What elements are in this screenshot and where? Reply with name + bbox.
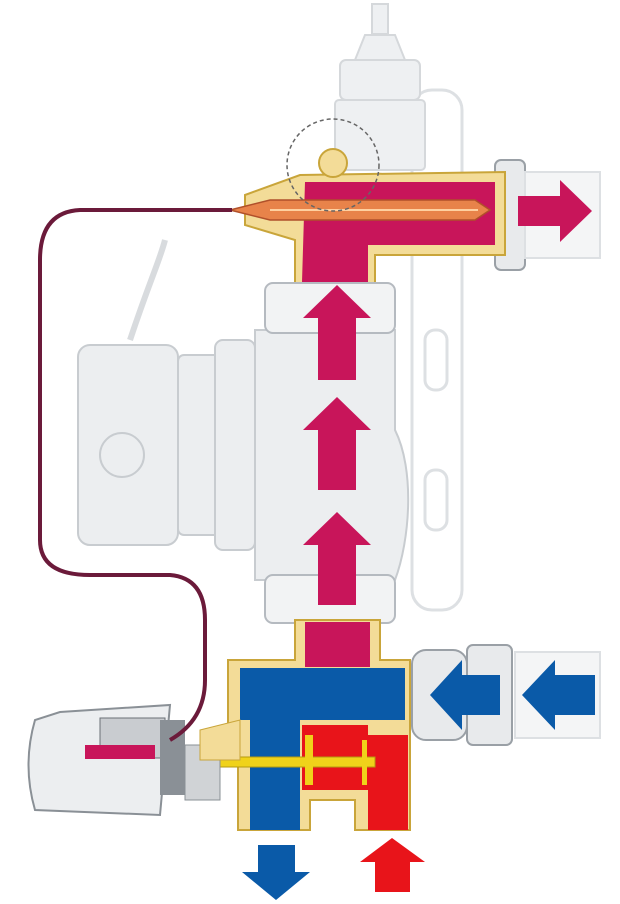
hot-supply-channel bbox=[302, 182, 495, 282]
arrow-up-icon bbox=[360, 838, 425, 892]
arrow-down-icon bbox=[242, 845, 310, 900]
arrow-up-icon bbox=[303, 512, 371, 605]
cold-return-arrows bbox=[242, 660, 595, 900]
capillary-tube bbox=[38, 208, 232, 742]
hot-supply-up-arrows bbox=[303, 285, 371, 605]
mixing-valve bbox=[164, 619, 411, 831]
arrow-up-icon bbox=[303, 285, 371, 380]
arrow-left-icon bbox=[522, 660, 595, 730]
cold-return-channel bbox=[240, 668, 405, 830]
mixed-channel bbox=[305, 622, 370, 667]
air-vent bbox=[334, 3, 426, 171]
arrow-up-icon bbox=[303, 397, 371, 490]
manifold-bracket bbox=[410, 88, 464, 612]
hot-inlet-channel bbox=[368, 735, 408, 830]
arrow-left-icon bbox=[430, 660, 500, 730]
arrow-right-icon bbox=[518, 180, 592, 242]
detail-highlight-circle bbox=[286, 118, 380, 212]
thermostatic-head bbox=[27, 703, 241, 817]
circulation-pump bbox=[77, 239, 410, 624]
sensor-pocket bbox=[229, 118, 506, 286]
